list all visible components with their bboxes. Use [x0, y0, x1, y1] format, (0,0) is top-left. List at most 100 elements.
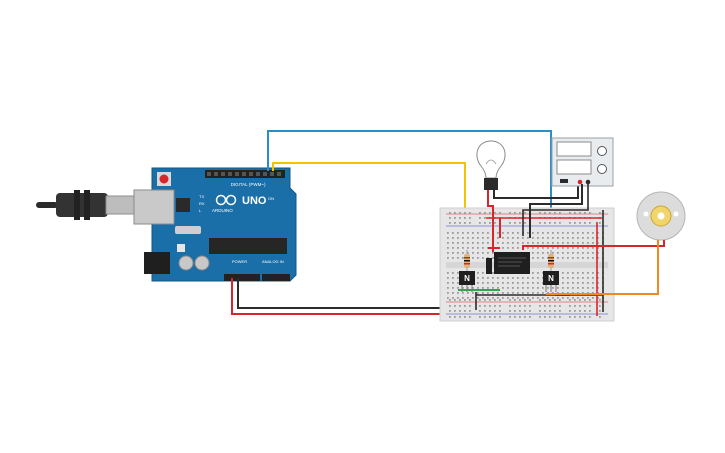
- tx-label: TX: [199, 194, 204, 199]
- breadboard-hole: [537, 247, 539, 249]
- breadboard-hole: [587, 252, 589, 254]
- breadboard-hole: [462, 242, 464, 244]
- breadboard-hole: [597, 232, 599, 234]
- breadboard-hole: [572, 257, 574, 259]
- breadboard-hole: [492, 272, 494, 274]
- arduino-uno-board[interactable]: DIGITAL (PWM~) TX RX L UNO ARDUINO ON PO…: [133, 167, 297, 282]
- on-label: ON: [268, 196, 274, 201]
- breadboard-hole: [549, 212, 551, 214]
- breadboard-hole: [567, 232, 569, 234]
- breadboard-hole: [509, 316, 511, 318]
- breadboard-hole: [587, 277, 589, 279]
- usb-cable-tail: [36, 202, 58, 208]
- breadboard-hole: [597, 247, 599, 249]
- breadboard-hole: [512, 242, 514, 244]
- breadboard-hole: [572, 252, 574, 254]
- breadboard-hole: [572, 277, 574, 279]
- breadboard-hole: [497, 242, 499, 244]
- breadboard-hole: [472, 287, 474, 289]
- breadboard-hole: [457, 297, 459, 299]
- breadboard-hole: [467, 232, 469, 234]
- relay[interactable]: [486, 252, 530, 274]
- transistor-right[interactable]: N: [543, 271, 559, 292]
- breadboard-hole: [592, 252, 594, 254]
- breadboard-hole: [554, 222, 556, 224]
- breadboard-hole: [487, 257, 489, 259]
- breadboard-hole: [557, 252, 559, 254]
- wire-red-motor[interactable]: [522, 240, 665, 250]
- breadboard-hole: [527, 242, 529, 244]
- breadboard-hole: [519, 212, 521, 214]
- breadboard-hole: [457, 257, 459, 259]
- breadboard-hole: [447, 292, 449, 294]
- breadboard-hole: [512, 277, 514, 279]
- breadboard-hole: [489, 222, 491, 224]
- breadboard-hole: [597, 282, 599, 284]
- breadboard-hole: [579, 310, 581, 312]
- breadboard-hole: [592, 272, 594, 274]
- breadboard-hole: [522, 282, 524, 284]
- breadboard-hole: [462, 287, 464, 289]
- wire-orange-motor[interactable]: [546, 240, 659, 295]
- resistor-right[interactable]: [548, 250, 554, 272]
- breadboard-hole: [452, 297, 454, 299]
- breadboard-hole: [462, 257, 464, 259]
- wire-red-bulb[interactable]: [487, 190, 494, 252]
- breadboard-hole: [449, 310, 451, 312]
- voltage-knob[interactable]: [597, 146, 607, 156]
- breadboard-hole: [494, 299, 496, 301]
- supply-negative-terminal[interactable]: [585, 179, 591, 185]
- breadboard-hole: [547, 242, 549, 244]
- breadboard-hole: [592, 277, 594, 279]
- dc-motor[interactable]: [636, 191, 686, 241]
- breadboard-hole: [482, 277, 484, 279]
- breadboard-hole: [469, 310, 471, 312]
- breadboard-hole: [582, 232, 584, 234]
- current-knob[interactable]: [597, 164, 607, 174]
- breadboard-hole: [567, 292, 569, 294]
- breadboard-hole: [572, 272, 574, 274]
- breadboard-hole: [484, 299, 486, 301]
- breadboard-hole: [577, 257, 579, 259]
- breadboard-hole: [532, 287, 534, 289]
- wire-red-5v[interactable]: [231, 278, 460, 315]
- dc-power-supply[interactable]: [551, 137, 614, 187]
- wire-black-supply[interactable]: [529, 184, 583, 238]
- breadboard-hole: [537, 272, 539, 274]
- breadboard-hole: [532, 292, 534, 294]
- breadboard-hole: [577, 242, 579, 244]
- atmega-chip: [209, 238, 287, 254]
- breadboard-hole: [502, 232, 504, 234]
- breadboard-hole: [514, 310, 516, 312]
- breadboard-hole: [489, 305, 491, 307]
- breadboard-hole: [464, 217, 466, 219]
- breadboard-hole: [502, 247, 504, 249]
- breadboard-hole: [549, 305, 551, 307]
- supply-positive-terminal[interactable]: [577, 179, 583, 185]
- wire-yellow-signal[interactable]: [272, 162, 466, 236]
- lightbulb[interactable]: [476, 140, 506, 190]
- breadboard-hole: [542, 287, 544, 289]
- breadboard-hole: [584, 316, 586, 318]
- breadboard-hole: [597, 237, 599, 239]
- reset-button[interactable]: [159, 174, 169, 184]
- breadboard-hole: [579, 316, 581, 318]
- resistor-left[interactable]: [464, 250, 470, 272]
- wire-black-bulb[interactable]: [493, 184, 579, 199]
- breadboard-hole: [589, 299, 591, 301]
- usb-cable[interactable]: [36, 190, 141, 220]
- breadboard-hole: [562, 277, 564, 279]
- wire-black-gnd[interactable]: [237, 278, 444, 309]
- capacitor-2: [194, 255, 210, 271]
- breadboard-hole: [452, 277, 454, 279]
- breadboard-hole: [452, 257, 454, 259]
- breadboard-hole: [459, 310, 461, 312]
- breadboard-hole: [447, 247, 449, 249]
- breadboard-hole: [577, 292, 579, 294]
- transistor-left[interactable]: N: [459, 271, 475, 292]
- breadboard-hole: [517, 287, 519, 289]
- breadboard-hole: [542, 242, 544, 244]
- breadboard-hole: [499, 310, 501, 312]
- wire-blue-signal[interactable]: [267, 130, 552, 232]
